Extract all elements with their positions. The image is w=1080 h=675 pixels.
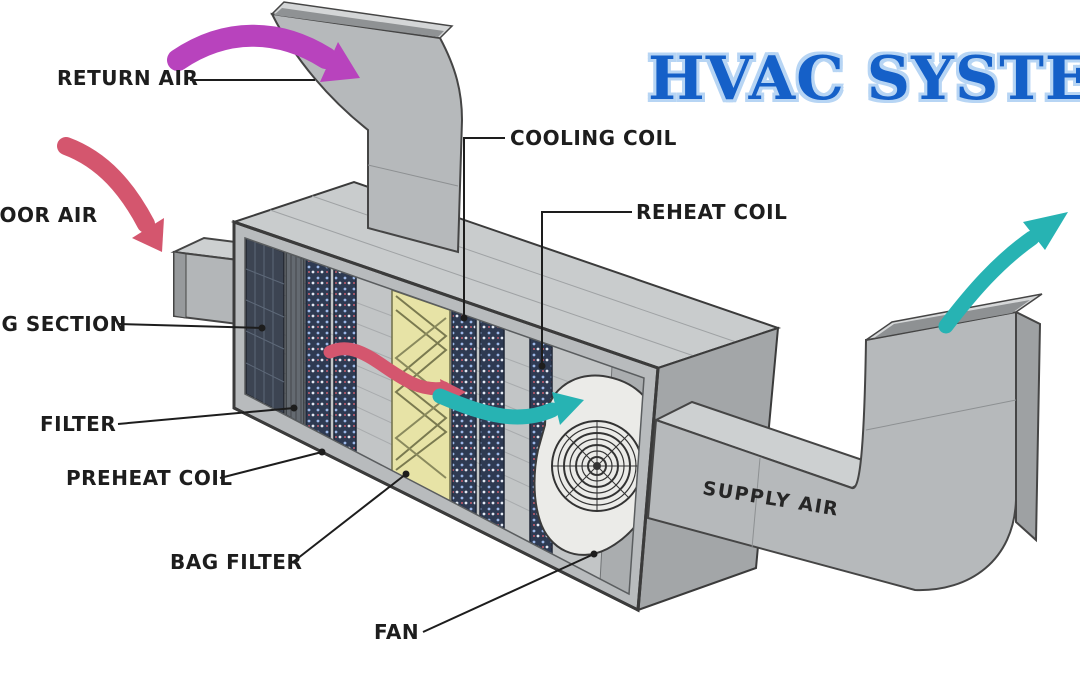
label-return-air: RETURN AIR	[57, 66, 199, 90]
outdoor-air-arrow	[57, 137, 164, 252]
leader-mixing-section	[117, 323, 263, 329]
supply-air-arrow-outlet	[938, 212, 1068, 334]
label-bag-filter: BAG FILTER	[170, 550, 303, 574]
supply-air-arrow-internal	[432, 388, 584, 425]
return-air-arrow	[167, 24, 360, 82]
label-cooling-coil: COOLING COIL	[510, 126, 677, 150]
label-outdoor-air: OUTDOOR AIR	[0, 203, 98, 227]
label-filter: FILTER	[40, 412, 117, 436]
label-mixing-section: MIXING SECTION	[0, 312, 127, 336]
leader-filter	[117, 407, 295, 425]
label-preheat-coil: PREHEAT COIL	[66, 466, 233, 490]
supply-air-duct	[646, 293, 1043, 592]
label-fan: FAN	[374, 620, 420, 644]
return-air-duct	[270, 1, 464, 254]
leader-cooling-coil	[463, 137, 505, 316]
leader-fan	[422, 553, 595, 633]
filter-panel	[285, 250, 305, 427]
leader-bag-filter	[292, 473, 407, 563]
label-reheat-coil: REHEAT COIL	[636, 200, 788, 224]
ahu-unit	[230, 180, 782, 613]
leader-preheat-coil	[219, 451, 323, 479]
mixing-section	[245, 238, 285, 416]
leader-dots	[258, 314, 598, 558]
leader-reheat-coil	[541, 211, 632, 364]
leader-lines	[117, 79, 632, 633]
page-title: HVAC SYSTEM	[648, 44, 1080, 114]
